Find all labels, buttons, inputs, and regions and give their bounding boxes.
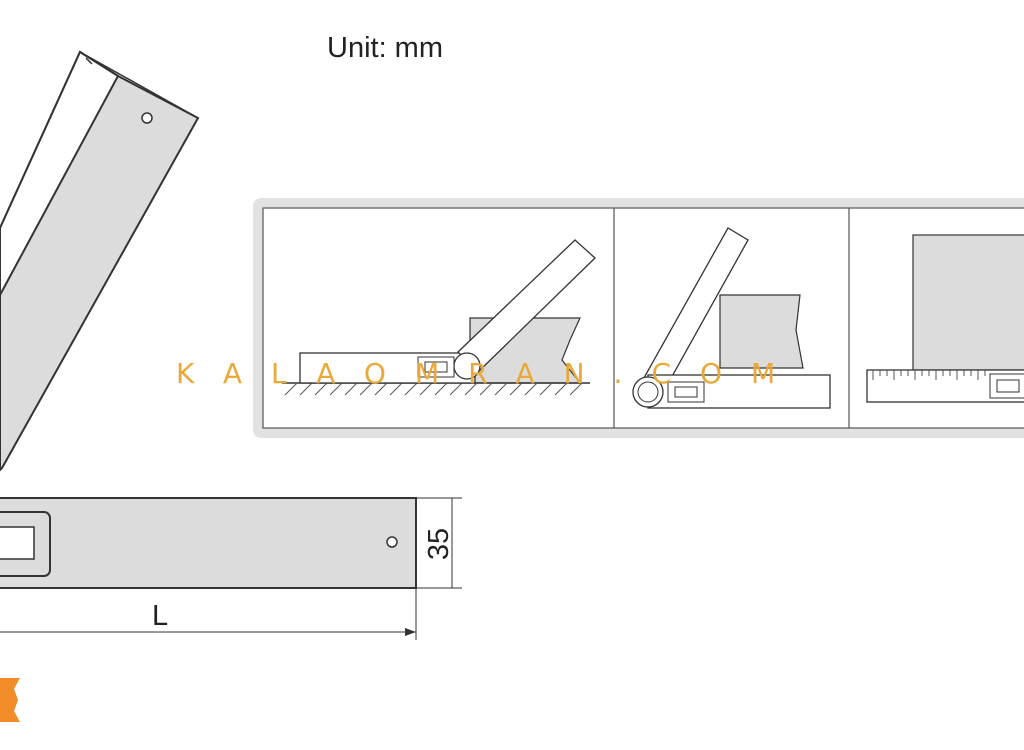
usage-panel-3: [866, 234, 1024, 403]
usage-panel-1: [282, 239, 596, 396]
angled-blade: [0, 50, 200, 472]
usage-panel-2: [632, 227, 831, 409]
dimension-l-lines: [0, 588, 417, 640]
dimension-length-label: L: [152, 600, 169, 632]
dimension-35-lines: [416, 497, 462, 589]
usage-panels: [253, 198, 1024, 438]
dimension-height-label: 35: [423, 527, 455, 561]
hole-top: [141, 112, 153, 124]
base-blade: [0, 497, 417, 589]
watermark-text: KALAOMRAN.COM: [176, 357, 805, 390]
unit-label: Unit: mm: [327, 32, 443, 64]
brand-logo-fragment: [0, 678, 20, 722]
hole-base: [386, 536, 398, 548]
